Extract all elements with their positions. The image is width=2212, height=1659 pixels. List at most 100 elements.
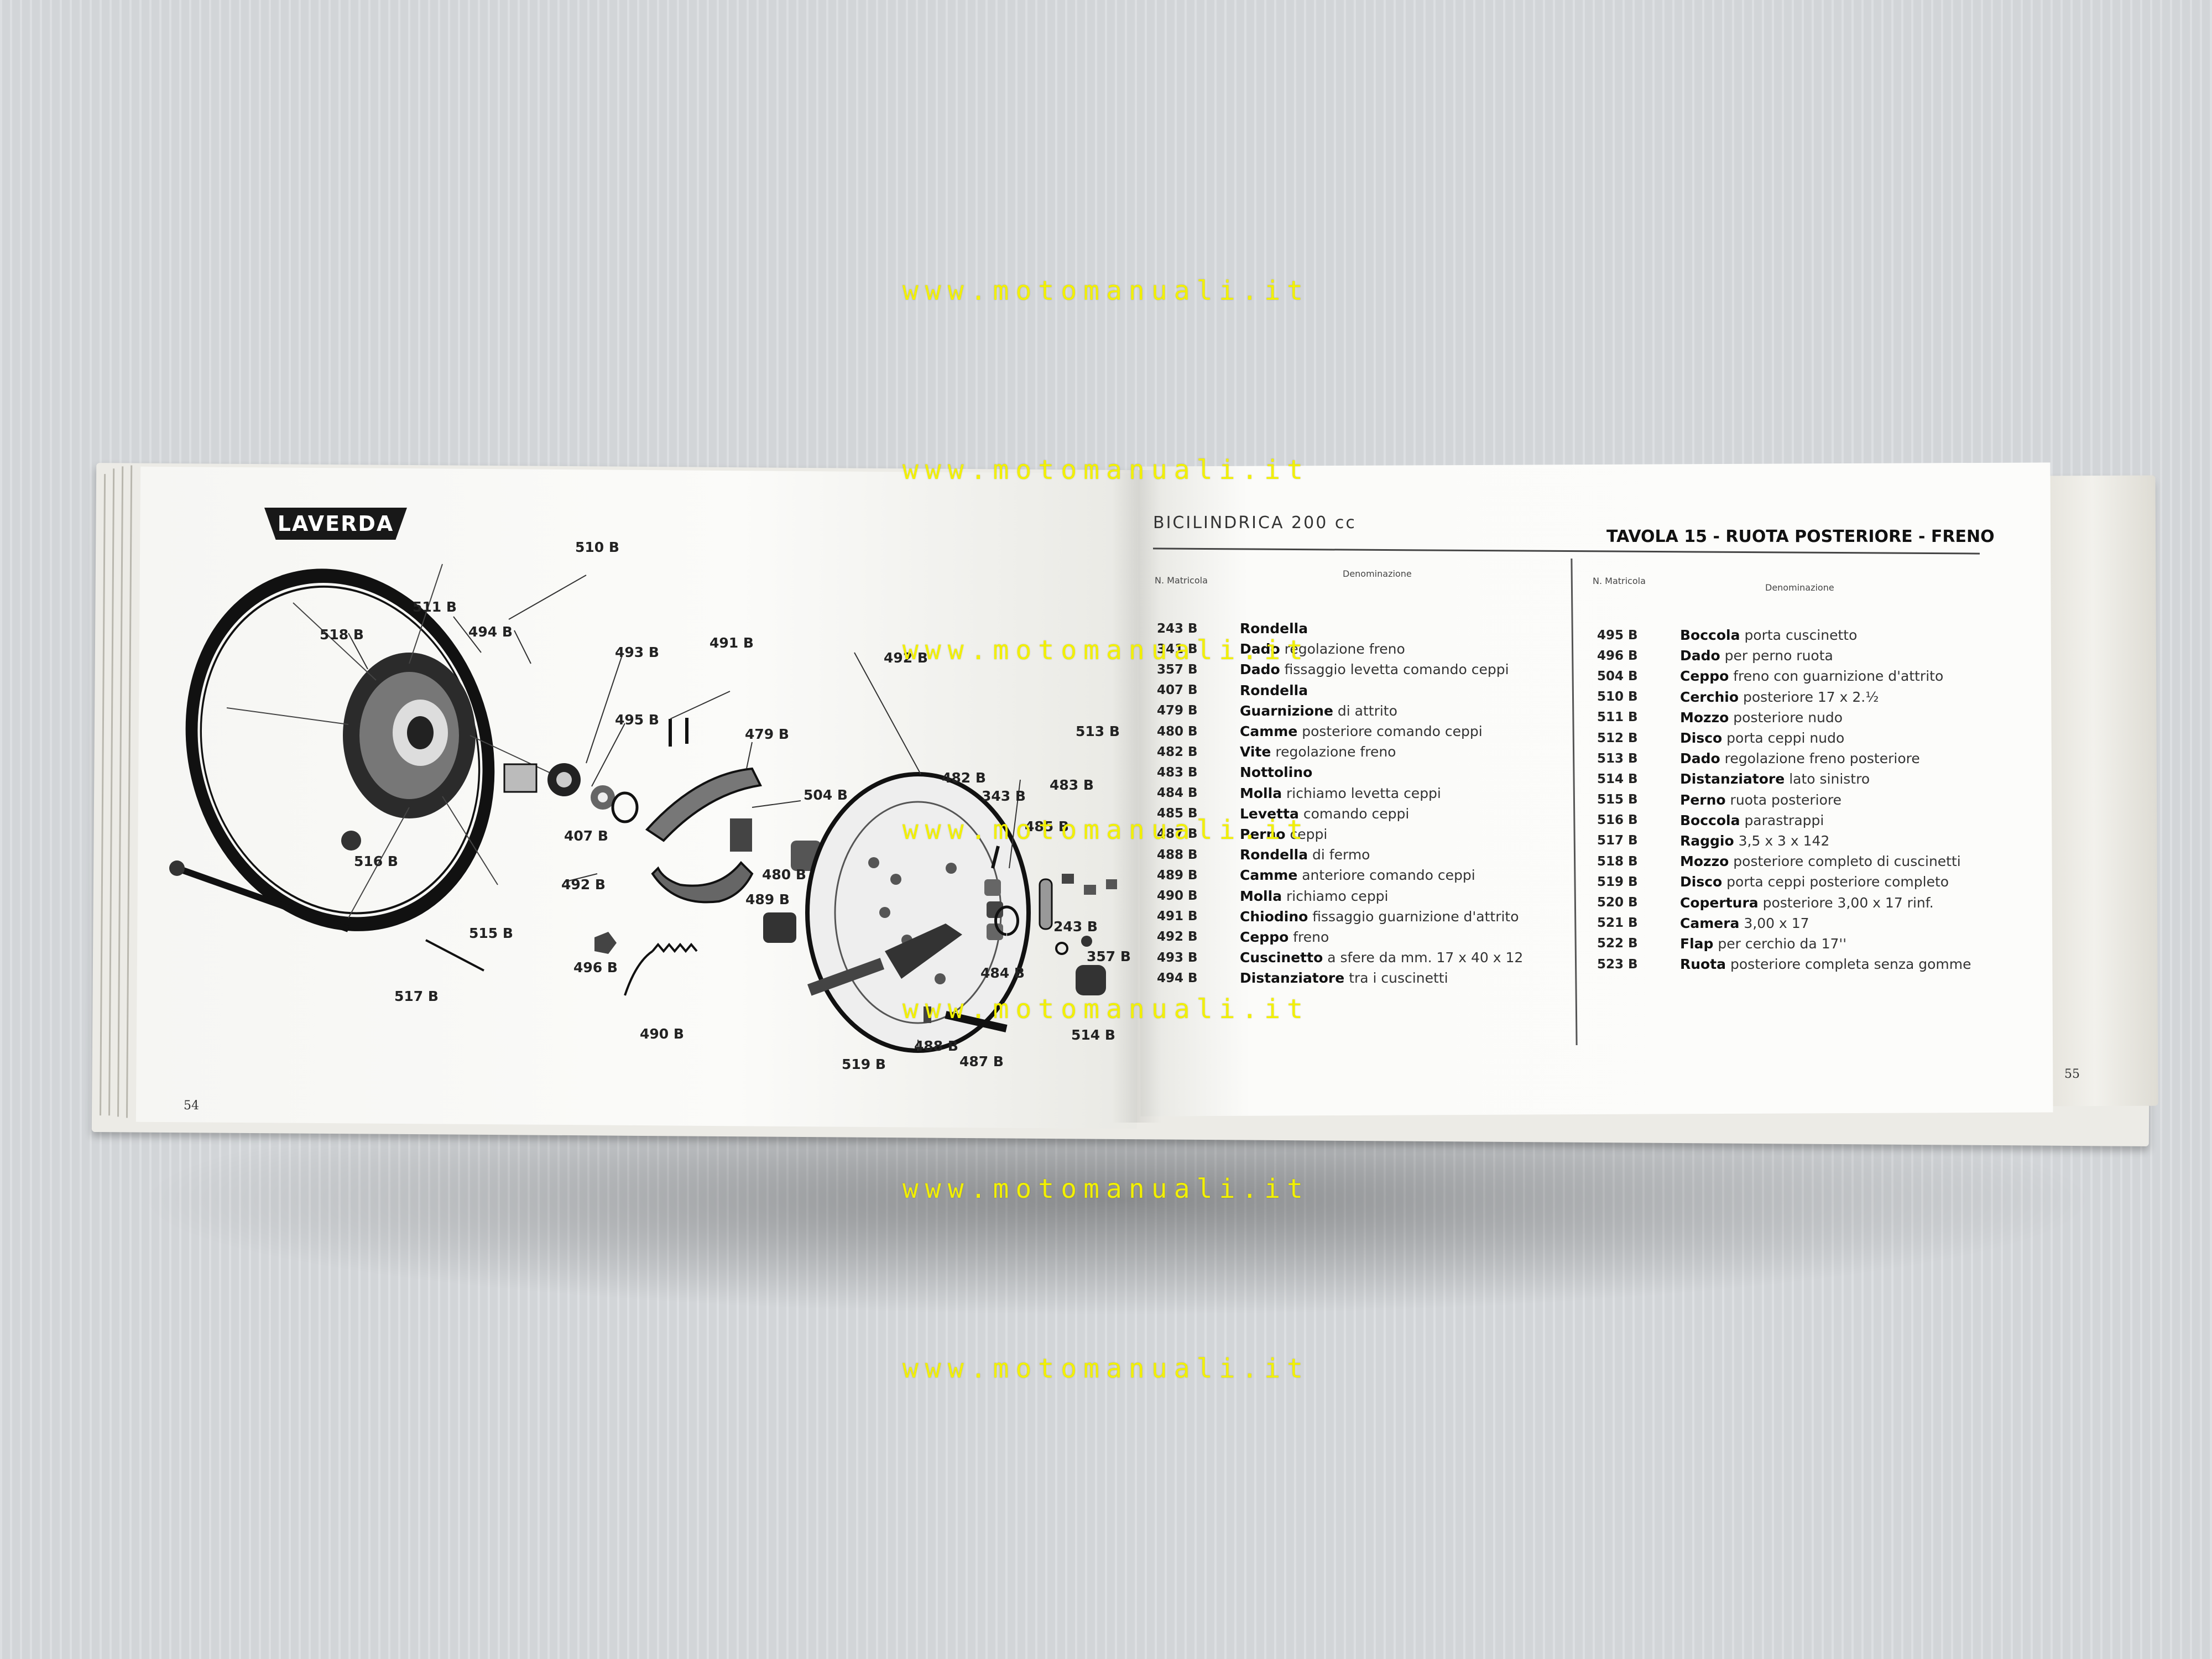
- part-code: 357 B: [1157, 662, 1198, 677]
- part-name: Cerchio: [1680, 688, 1739, 705]
- part-label: 518 B: [320, 627, 364, 643]
- part-detail: porta cuscinetto: [1744, 627, 1858, 644]
- part-label: 511 B: [413, 599, 457, 615]
- part-description: Raggio 3,5 x 3 x 142: [1680, 833, 1829, 849]
- part-description: Disco porta ceppi nudo: [1680, 730, 1844, 746]
- part-name: Ruota: [1680, 956, 1726, 973]
- hub-511B: [343, 653, 476, 818]
- part-label: 490 B: [640, 1026, 684, 1042]
- part-name: Molla: [1240, 888, 1282, 904]
- part-name: Boccola: [1680, 627, 1740, 644]
- part-code: 517 B: [1597, 833, 1638, 848]
- part-detail: regolazione freno: [1284, 641, 1405, 658]
- part-label: 489 B: [745, 891, 790, 907]
- part-label: 516 B: [354, 853, 398, 869]
- part-label: 243 B: [1053, 919, 1098, 935]
- part-label: 487 B: [959, 1053, 1004, 1070]
- part-label: 480 B: [762, 867, 806, 883]
- watermark-text: www.motomanuali.it: [902, 1173, 1310, 1204]
- part-label: 357 B: [1087, 948, 1131, 964]
- part-code: 521 B: [1597, 916, 1638, 931]
- part-code: 520 B: [1597, 895, 1638, 910]
- part-description: Disco porta ceppi posteriore completo: [1680, 874, 1949, 890]
- part-name: Copertura: [1680, 894, 1759, 911]
- part-name: Distanziatore: [1680, 771, 1785, 787]
- part-detail: regolazione freno posteriore: [1724, 750, 1920, 767]
- part-code: 243 B: [1157, 621, 1198, 636]
- part-label: 484 B: [980, 965, 1025, 981]
- part-detail: freno con guarnizione d'attrito: [1733, 668, 1944, 685]
- part-name: Dado: [1240, 641, 1280, 658]
- part-description: Cerchio posteriore 17 x 2.½: [1680, 689, 1879, 705]
- part-name: Camme: [1240, 867, 1298, 884]
- part-code: 487 B: [1157, 827, 1198, 842]
- part-label: 513 B: [1076, 723, 1120, 739]
- part-detail: posteriore 17 x 2.½: [1743, 688, 1879, 705]
- part-code: 504 B: [1597, 669, 1638, 684]
- part-code: 492 B: [1157, 930, 1198, 945]
- part-name: Camme: [1240, 723, 1298, 740]
- watermark-text: www.motomanuali.it: [902, 815, 1310, 846]
- column-header-matricola-left: N. Matricola: [1155, 575, 1208, 586]
- part-code: 510 B: [1597, 690, 1638, 705]
- table-row: 490 B Molla richiamo ceppi: [1157, 885, 1577, 906]
- part-code: 496 B: [1597, 648, 1638, 663]
- table-row: 504 B Ceppo freno con guarnizione d'attri…: [1597, 666, 2017, 686]
- part-name: Distanziatore: [1240, 970, 1345, 987]
- part-detail: di attrito: [1337, 702, 1397, 719]
- column-header-denominazione-right: Denominazione: [1765, 582, 1834, 593]
- part-code: 493 B: [1157, 950, 1198, 965]
- part-detail: lato sinistro: [1789, 771, 1870, 787]
- watermark-text: www.motomanuali.it: [902, 455, 1310, 486]
- part-name: Rondella: [1240, 847, 1308, 863]
- part-name: Ceppo: [1680, 668, 1729, 685]
- part-detail: richiamo ceppi: [1286, 888, 1389, 904]
- part-code: 485 B: [1157, 806, 1198, 821]
- part-description: Mozzo posteriore nudo: [1680, 709, 1843, 726]
- part-label: 482 B: [942, 770, 986, 786]
- part-label: 493 B: [615, 644, 659, 660]
- part-name: Dado: [1680, 750, 1720, 767]
- part-detail: porta ceppi posteriore completo: [1726, 874, 1949, 890]
- laverda-logo: LAVERDA: [264, 508, 407, 540]
- part-detail: 3,00 x 17: [1744, 915, 1809, 931]
- part-label: 510 B: [575, 539, 619, 555]
- part-code: 518 B: [1597, 854, 1638, 869]
- part-detail: regolazione freno: [1275, 744, 1396, 760]
- part-description: Distanziatore lato sinistro: [1680, 771, 1870, 787]
- part-description: Dado regolazione freno posteriore: [1680, 750, 1920, 766]
- part-detail: fissaggio guarnizione d'attrito: [1312, 908, 1519, 925]
- part-description: Guarnizione di attrito: [1240, 703, 1397, 719]
- part-code: 519 B: [1597, 874, 1638, 889]
- part-label: 488 B: [914, 1038, 958, 1054]
- page-number-left: 54: [184, 1099, 199, 1113]
- part-name: Mozzo: [1680, 853, 1729, 870]
- part-description: Boccola parastrappi: [1680, 812, 1824, 828]
- rear-wheel-brake-exploded-diagram: [169, 564, 1117, 1053]
- part-description: Perno ceppi: [1240, 826, 1327, 842]
- part-description: Molla richiamo levetta ceppi: [1240, 785, 1441, 801]
- part-description: Ceppo freno con guarnizione d'attrito: [1680, 668, 1943, 684]
- part-code: 490 B: [1157, 889, 1198, 904]
- watermark-text: www.motomanuali.it: [902, 1353, 1310, 1384]
- part-detail: posteriore nudo: [1733, 709, 1843, 726]
- part-name: Ceppo: [1240, 928, 1289, 945]
- part-name: Camera: [1680, 915, 1740, 931]
- part-code: 523 B: [1597, 957, 1638, 972]
- part-detail: parastrappi: [1744, 812, 1824, 828]
